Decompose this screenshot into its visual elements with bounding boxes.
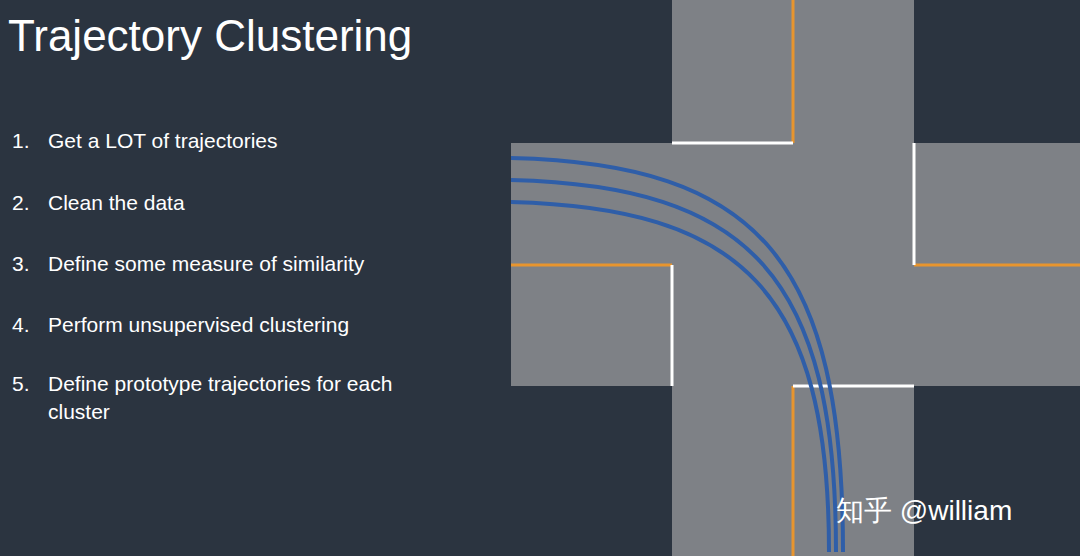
step-number: 2. xyxy=(12,189,30,217)
trajectories xyxy=(511,158,843,552)
step-text: Define prototype trajectories for each c… xyxy=(48,370,448,426)
step-text: Define some measure of similarity xyxy=(48,250,448,278)
step-number: 3. xyxy=(12,250,30,278)
horizontal-road xyxy=(511,143,1080,386)
step-number: 1. xyxy=(12,127,30,155)
stop-lines xyxy=(672,143,914,386)
step-text: Clean the data xyxy=(48,189,448,217)
step-number: 5. xyxy=(12,370,30,398)
step-number: 4. xyxy=(12,311,30,339)
step-text: Get a LOT of trajectories xyxy=(48,127,448,155)
slide-title: Trajectory Clustering xyxy=(8,8,412,64)
step-text: Perform unsupervised clustering xyxy=(48,311,448,339)
center-lines xyxy=(511,0,1080,556)
watermark: 知乎 @william xyxy=(836,494,1012,528)
